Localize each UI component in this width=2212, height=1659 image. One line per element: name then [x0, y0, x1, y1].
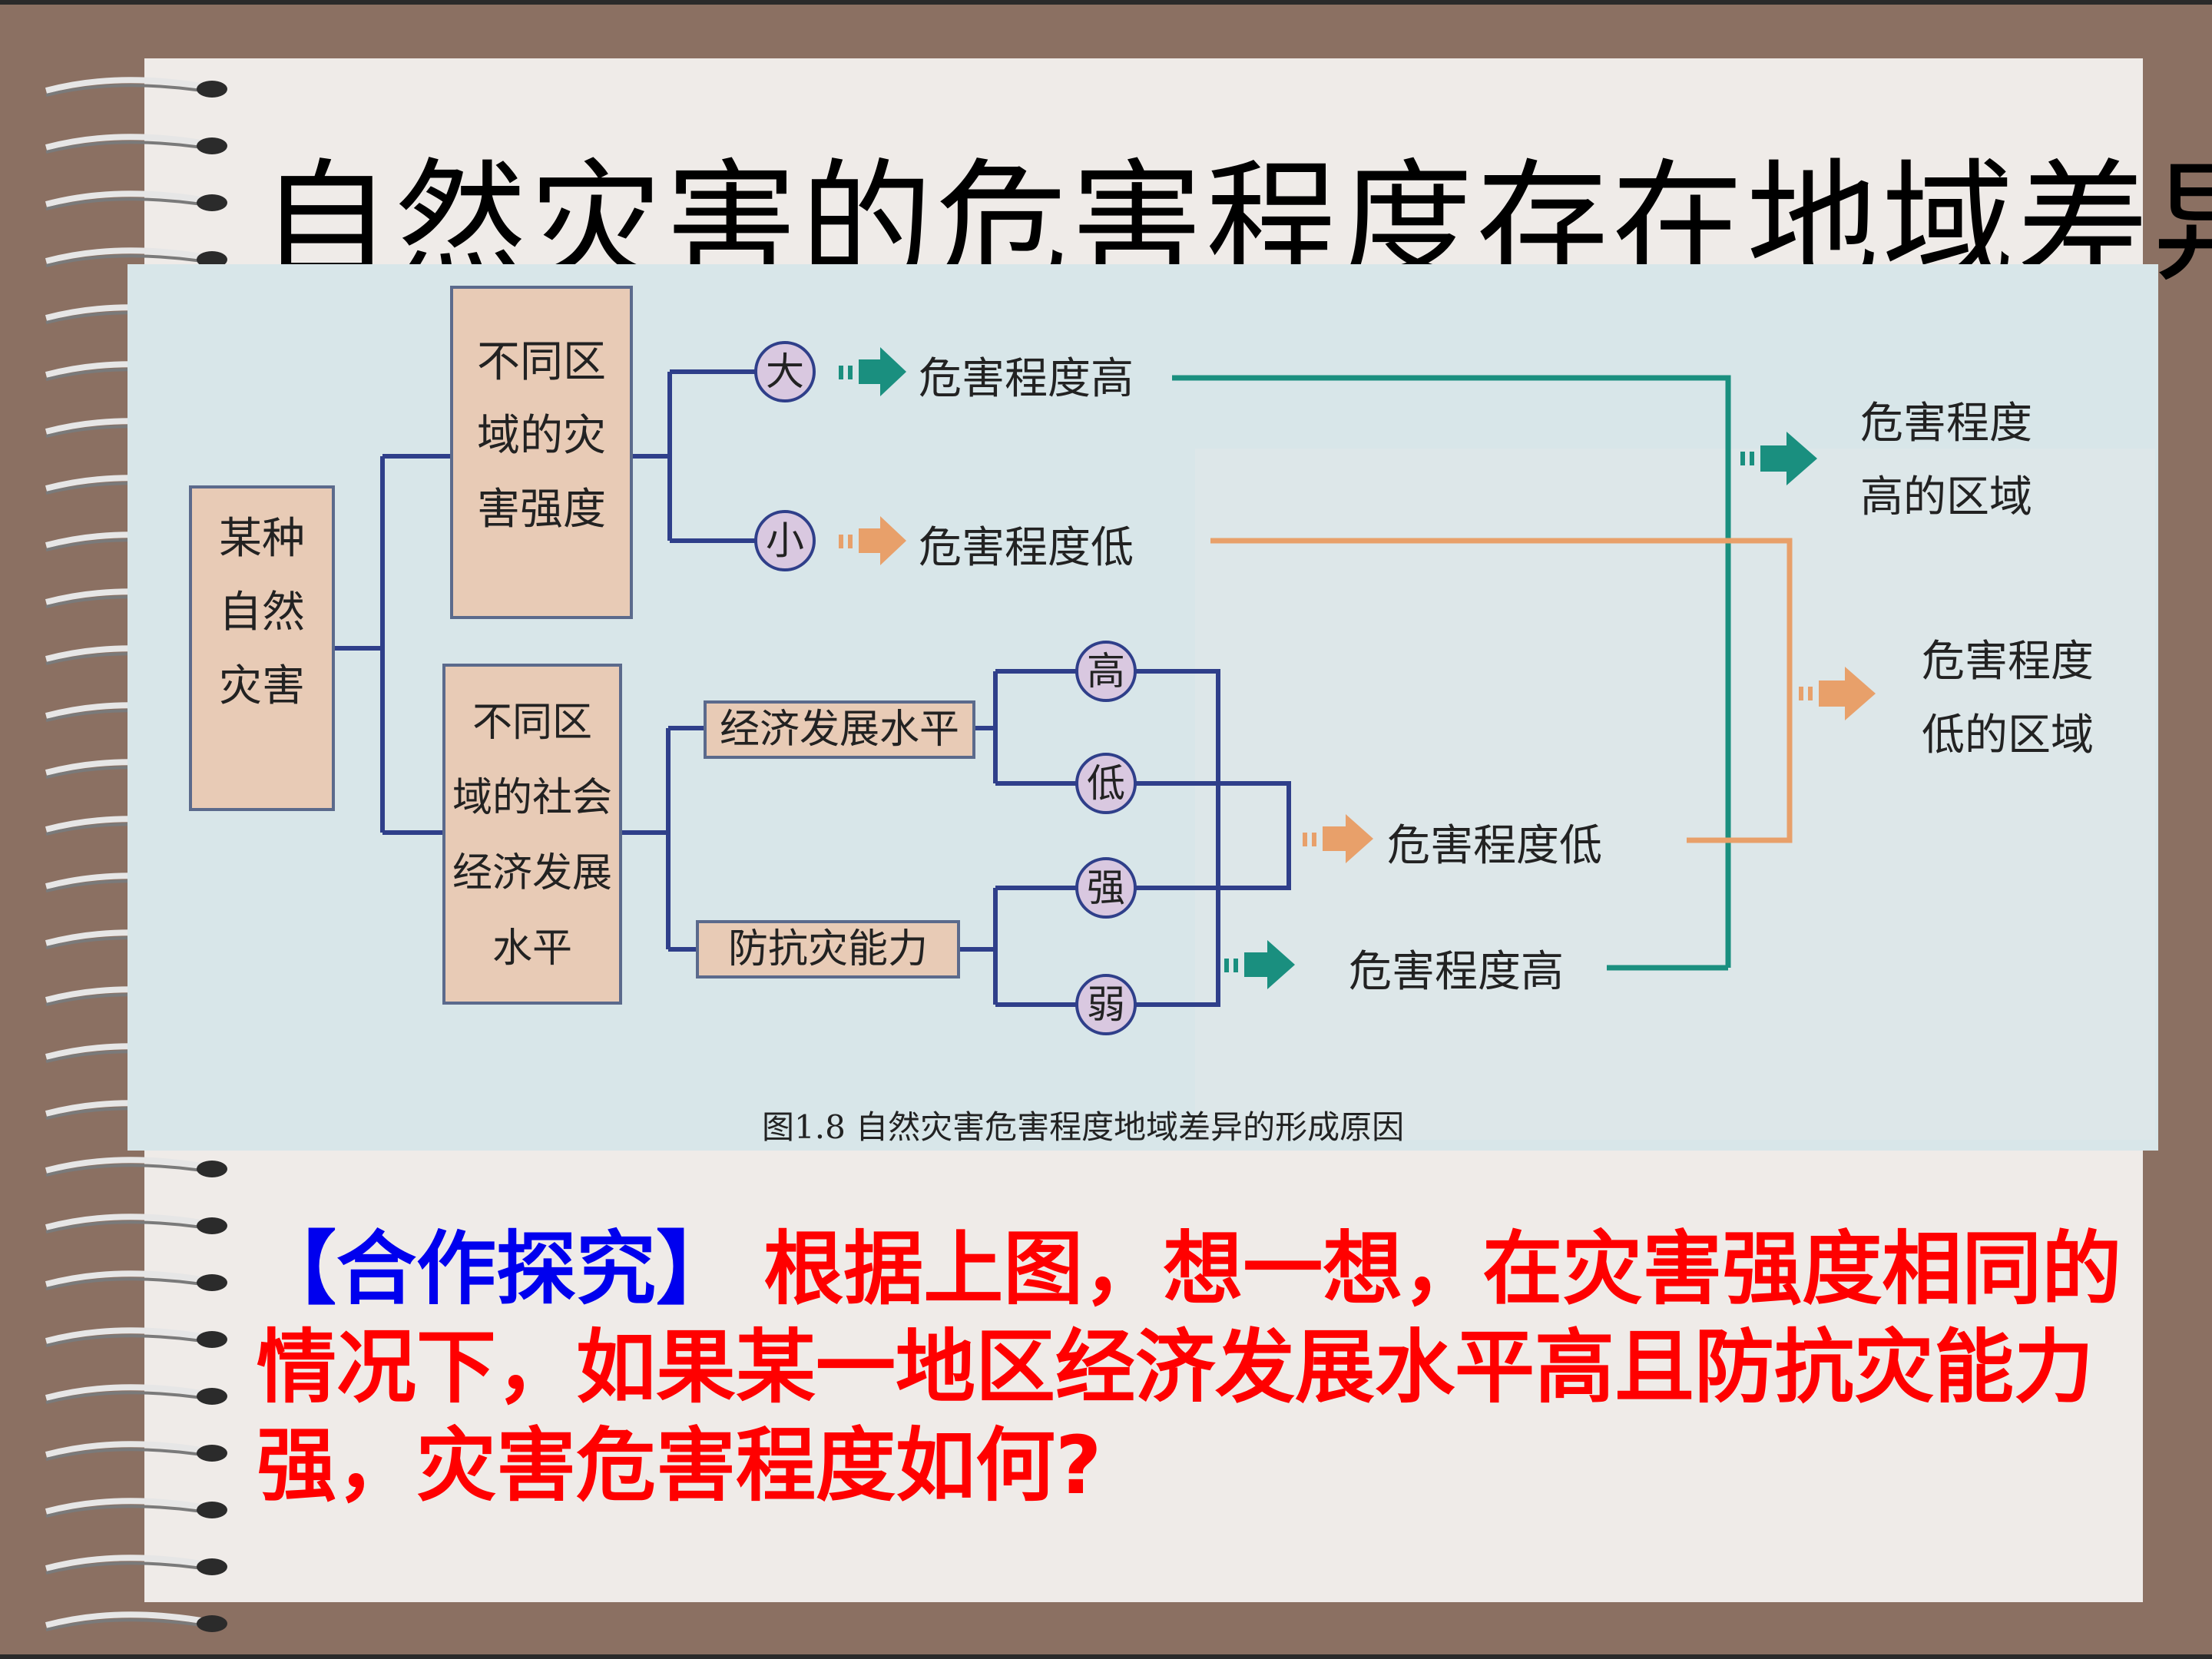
intensity-box-label: 不同区 域的灾 害强度 [452, 326, 631, 547]
top-border-line [0, 0, 2212, 5]
binding-ring [45, 1611, 227, 1632]
diagram-connectors [127, 264, 2158, 1151]
binding-ring [45, 1327, 227, 1348]
socio-line-2: 域的社会 [452, 775, 612, 821]
harm-low-label-2: 危害程度低 [1387, 821, 1602, 871]
binding-ring [45, 1157, 227, 1177]
result-low-line-1: 危害程度 [1922, 637, 2094, 687]
econ-level-box: 经济发展水平 [719, 707, 959, 753]
result-high-region: 危害程度 高的区域 [1860, 387, 2032, 535]
circle-big: 大 [766, 349, 804, 394]
binding-ring [45, 190, 227, 211]
harm-high-label-1: 危害程度高 [919, 354, 1134, 404]
result-low-region: 危害程度 低的区域 [1922, 625, 2094, 773]
arrow-teal-1 [839, 347, 906, 396]
binding-ring [45, 1498, 227, 1518]
diagram-figure: 某种 自然 灾害 不同区 域的灾 害强度 不同区 域的社会 经济发展 水平 经济… [127, 264, 2158, 1151]
circle-weak: 弱 [1087, 982, 1125, 1027]
binding-ring [45, 134, 227, 154]
bottom-border-line [0, 1654, 2212, 1659]
circle-strong: 强 [1087, 866, 1125, 910]
harm-low-label-1: 危害程度低 [919, 523, 1134, 573]
intensity-line-1: 不同区 [477, 337, 606, 387]
result-high-line-2: 高的区域 [1860, 472, 2032, 522]
circle-low: 低 [1087, 761, 1125, 806]
socio-box-label: 不同区 域的社会 经济发展 水平 [444, 685, 621, 986]
root-line-2: 自然 [219, 588, 305, 637]
binding-ring [45, 77, 227, 98]
binding-ring [45, 1441, 227, 1462]
socio-line-1: 不同区 [472, 700, 592, 746]
binding-ring [45, 1555, 227, 1575]
root-line-3: 灾害 [219, 661, 305, 711]
binding-ring [45, 1270, 227, 1291]
intensity-line-2: 域的灾 [477, 411, 606, 461]
harm-high-label-2: 危害程度高 [1349, 947, 1564, 997]
resist-capacity-box: 防抗灾能力 [727, 926, 928, 972]
binding-ring [45, 1214, 227, 1234]
root-box-label: 某种 自然 灾害 [190, 502, 333, 724]
question-tag: 【合作探究】 [257, 1222, 737, 1316]
figure-caption: 图1.8 自然灾害危害程度地域差异的形成原因 [762, 1108, 1405, 1146]
socio-line-4: 水平 [492, 926, 572, 972]
binding-ring [45, 1384, 227, 1405]
circle-small: 小 [766, 518, 804, 563]
intensity-line-3: 害强度 [477, 485, 606, 535]
socio-line-3: 经济发展 [452, 850, 612, 896]
root-line-1: 某种 [219, 514, 305, 564]
result-low-line-2: 低的区域 [1922, 710, 2094, 760]
question-text: 根据上图，想一想，在灾害强度相同的情况下，如果某一地区经济发展水平高且防抗灾能力… [257, 1222, 2122, 1512]
discussion-question: 【合作探究】 根据上图，想一想，在灾害强度相同的情况下，如果某一地区经济发展水平… [257, 1220, 2154, 1515]
result-high-line-1: 危害程度 [1860, 399, 2032, 449]
circle-high: 高 [1087, 649, 1125, 694]
binding-ring [45, 247, 227, 268]
